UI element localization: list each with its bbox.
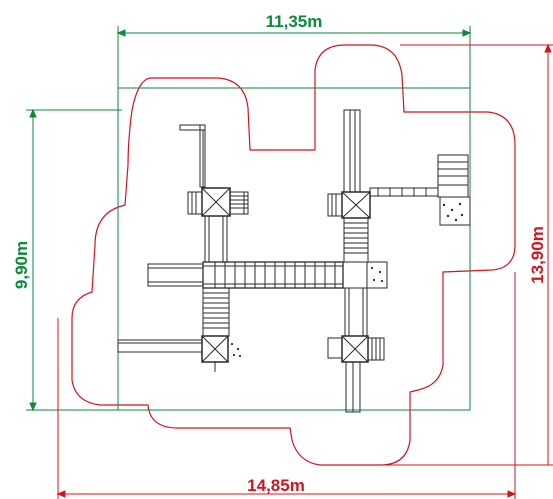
slide-bottom-left — [117, 339, 203, 353]
stairs-top-left — [229, 191, 249, 215]
right-height-dimension — [380, 43, 553, 466]
left-height-label: 9,90m — [12, 241, 31, 289]
bottom-width-dimension — [56, 272, 517, 499]
play-structure — [117, 109, 471, 413]
left-height-dimension-text: 9,90m — [12, 241, 31, 289]
side-bridge — [369, 187, 439, 197]
top-width-dimension — [116, 26, 472, 200]
side-unit-right — [437, 154, 471, 226]
top-width-label: 11,35m — [266, 12, 323, 31]
structure-bounding-box — [117, 87, 471, 411]
right-height-label: 13,90m — [528, 226, 547, 284]
bottom-width-label: 14,85m — [247, 476, 305, 495]
right-height-dimension-text: 13,90m — [528, 226, 547, 284]
climbing-holds — [230, 202, 464, 358]
climbing-wall-top-left — [179, 124, 206, 131]
stairs-lower-left — [202, 287, 230, 337]
left-height-dimension — [26, 108, 122, 412]
safety-zone-boundary — [71, 44, 516, 466]
stairs-right-center — [343, 217, 369, 263]
slide-upper-right — [343, 109, 361, 193]
horizontal-bridge — [147, 261, 388, 289]
